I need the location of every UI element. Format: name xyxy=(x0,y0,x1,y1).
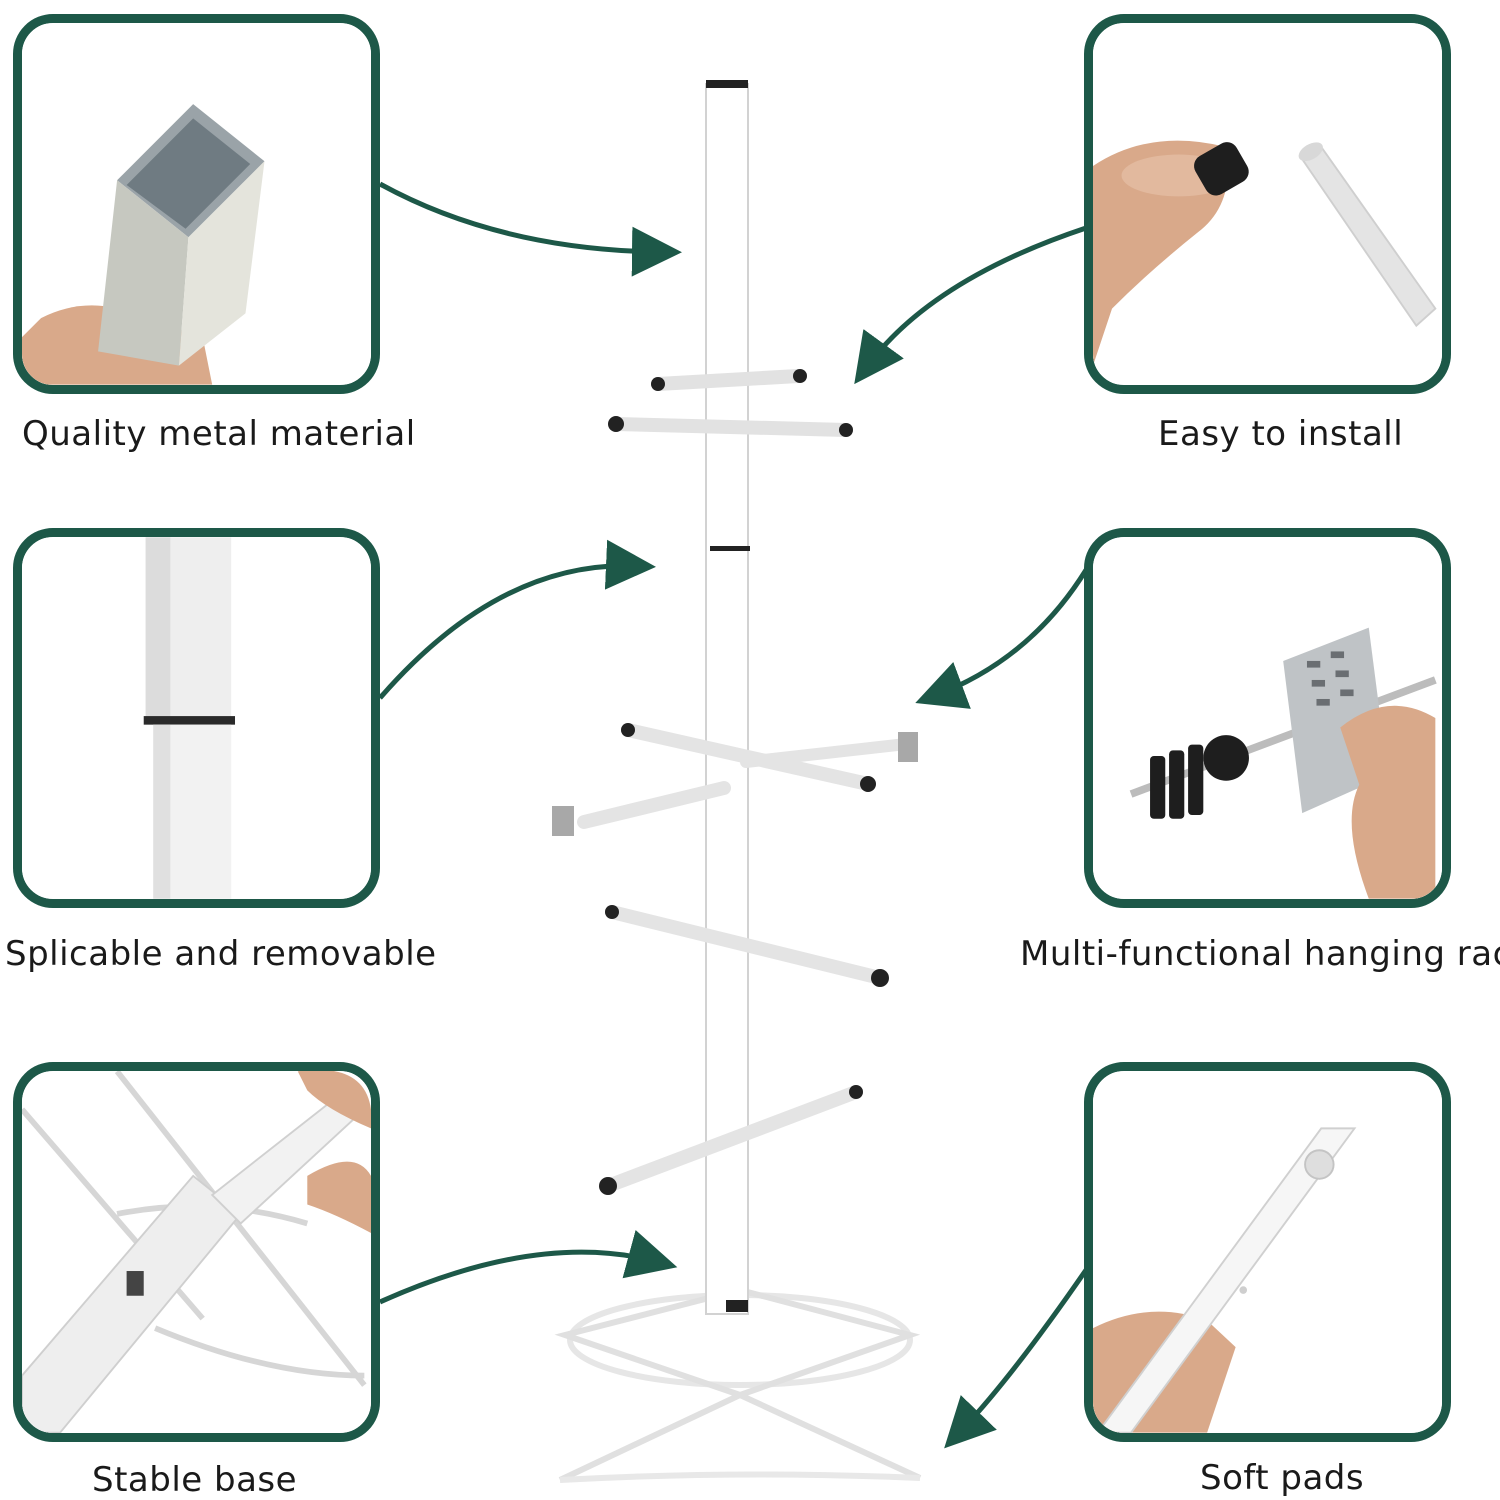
feature-panel-pads xyxy=(1084,1062,1451,1442)
rack-pole xyxy=(705,80,750,1315)
feature-panel-splicable xyxy=(13,528,380,908)
caption-multi: Multi-functional hanging rack xyxy=(1020,934,1500,974)
caption-splicable: Splicable and removable xyxy=(5,934,437,974)
middle-arms xyxy=(552,723,918,836)
feature-panel-base xyxy=(13,1062,380,1442)
feature-panel-quality xyxy=(13,14,380,394)
arrow-multi xyxy=(915,568,1089,709)
arrow-install xyxy=(854,225,1087,385)
base-joint-photo xyxy=(22,1071,371,1433)
arrow-pads xyxy=(944,1268,1089,1449)
caption-install: Easy to install xyxy=(1158,414,1404,454)
caption-pads: Soft pads xyxy=(1200,1458,1365,1498)
feature-panel-install xyxy=(1084,14,1451,394)
feature-panel-multi xyxy=(1084,528,1451,908)
caption-quality: Quality metal material xyxy=(22,414,416,454)
caption-base: Stable base xyxy=(92,1460,298,1500)
end-cap-photo xyxy=(1093,23,1442,385)
square-tube-photo xyxy=(22,23,371,385)
pole-joint-photo xyxy=(22,537,371,899)
clip-arm-photo xyxy=(1093,537,1442,899)
soft-pad-photo xyxy=(1093,1071,1442,1433)
top-hooks xyxy=(608,369,853,437)
arrow-base xyxy=(378,1230,678,1305)
connector-arrows xyxy=(378,181,1089,1449)
rack-base xyxy=(554,1287,922,1483)
arrow-quality xyxy=(378,181,682,277)
arrow-splicable xyxy=(378,539,656,700)
lower-arms xyxy=(599,905,889,1195)
